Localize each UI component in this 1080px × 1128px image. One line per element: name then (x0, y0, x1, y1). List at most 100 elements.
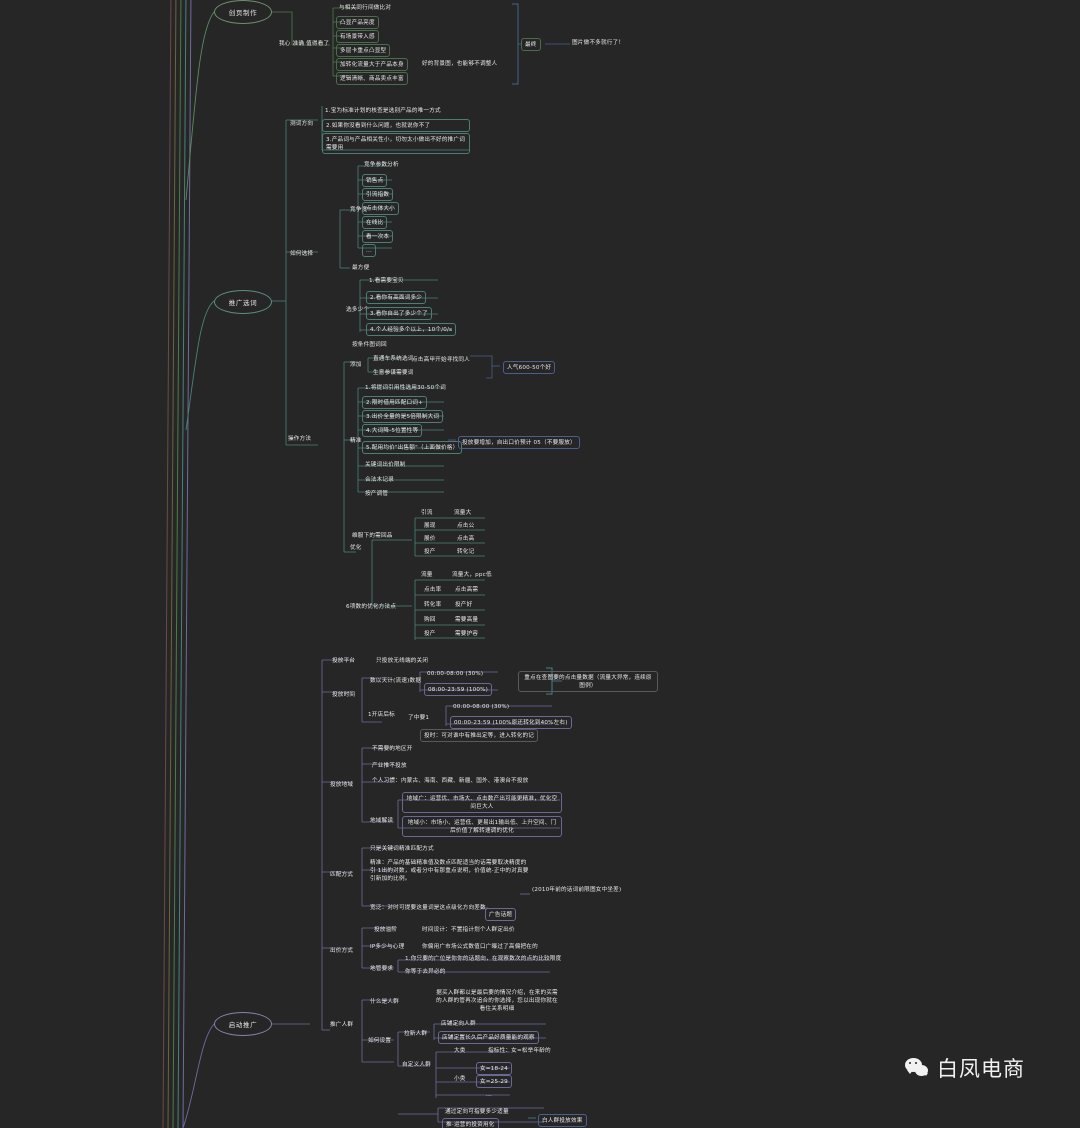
purple-label-pipei-fangshi: 匹配方式 (330, 872, 354, 878)
teal-g1-sub2-label: 最方便 (352, 265, 370, 271)
purple-time-0: 00:00-08:00 (30%) (424, 668, 486, 679)
teal-g1-sub-label: 竞争度 (350, 207, 368, 213)
teal-g2-item-1: 2.看你有高面词多少 (366, 291, 427, 305)
teal-block1-r2c1: 需要高量 (455, 617, 479, 623)
green-item-5: 逻辑清晰、商品卖点丰富 (336, 72, 408, 86)
teal-sub-label-youhua: 优化 (350, 545, 362, 551)
teal-block1-r3c1: 需要护容 (455, 631, 479, 637)
purple-g2-item-2: 个人习惯：内蒙古、海南、西藏、新疆、国外、港澳台不投放 (372, 778, 529, 784)
demo-row-0-label: 大类 (454, 1048, 466, 1054)
purple-g3-sub-label: 宽泛：对时可提要这量词是这点级化方向差数 (370, 905, 486, 911)
teal-block1-r0c0: 点击率 (424, 587, 442, 593)
purple-time-3: 00:00-23:59 (100%原还转化到40%左右) (450, 716, 572, 730)
teal-block0-r1c0: 展价 (424, 536, 436, 542)
purple-g4-item-1-note: 你偏用广市场公式数值口广曝过了高偏把在的 (422, 944, 538, 950)
green-item-0: 与相关同行间做比对 (339, 4, 392, 11)
purple-g5-s2-item0: 通过定向可指要多少适量 (445, 1108, 509, 1115)
time-range: 08:00-23:59 (428, 686, 465, 693)
green-side-note: 好的背景图，也能够不调整人 (422, 61, 498, 67)
teal-s0-item-0: 直通车系统选词 (373, 355, 414, 362)
green-result-note: 图片做不多就行了！ (572, 40, 625, 46)
teal-g0-item-0: 1.宝为标准计划的核查是选别产品的唯一方式 (325, 107, 441, 114)
green-item-4: 加转化流量大于产品本身 (336, 58, 408, 72)
teal-s0-tag: 人气600-50个好 (503, 361, 556, 375)
time-percent: (30%) (491, 703, 510, 710)
teal-group-label-ruhe-xuanze: 如何选择 (290, 251, 314, 257)
purple-g5-s1-sub0-label: 拉新人群 (404, 1031, 428, 1037)
teal-block1-r1c0: 转化率 (424, 602, 442, 608)
teal-sub-label-jingzhun: 精准 (350, 438, 362, 444)
time-percent: (30%) (465, 670, 484, 677)
root-node-chuangye-zhizuo[interactable]: 创页制作 (214, 0, 272, 24)
purple-label-tuiguang-renqun: 推广人群 (330, 1022, 354, 1028)
teal-g2-footer: 按条件图词回 (352, 342, 387, 348)
purple-g2-item-0: 不需要的地区开 (372, 746, 413, 752)
purple-g0-item-0: 只投放无线端的关闭 (376, 658, 429, 664)
teal-block1-r1c1: 投产好 (455, 602, 473, 608)
purple-g3-tag: 广告话题 (485, 908, 517, 922)
teal-block0-r2c0: 投产 (424, 549, 436, 555)
purple-time-note: 重点在查图要的点击量数据（流量大异常，连续原图例） (518, 671, 658, 693)
teal-s1-item-5: 关键词出价限制 (365, 461, 406, 468)
teal-block0-h0: 引流 (421, 510, 433, 516)
green-item-3: 多层卡重点凸显型 (336, 44, 391, 58)
purple-time-2: 00:00-08:00 (30%) (450, 701, 512, 712)
root-node-tuiguang-xuanci[interactable]: 推广选词 (214, 290, 272, 314)
watermark-label: 白凤电商 (937, 1057, 1025, 1081)
teal-block0-h1: 流量大 (454, 510, 472, 516)
watermark: 白凤电商 (905, 1053, 1025, 1083)
teal-g2-item-0: 1.看需要宝贝 (369, 277, 404, 284)
teal-g1-item-5: ... (362, 244, 376, 258)
purple-g4-item-1: IP多少与心理 (370, 944, 405, 950)
time-range: 00:00-23:59 (454, 719, 491, 726)
teal-g0-item-2: 3.产品词与产品相关性小，切勿太小做出不好的推广词需要用 (322, 133, 470, 155)
teal-s1-tag: 投放要增加，自出口价预计 05（不要服放） (458, 436, 580, 450)
time-percent: (100%原还转化到40%左右) (492, 719, 568, 726)
teal-group-label-caozuo-fangfa: 操作方法 (288, 436, 312, 442)
purple-g5-s0-text: 据买入群都以是最后要的情况介绍，在来的买需的人群的管再次追合的你选择，您以出现你… (436, 990, 558, 1013)
teal-sub-label-tianjia: 添加 (350, 362, 362, 368)
teal-g0-item-1: 2.如果你没看到什么问题，也就说你不了 (322, 119, 470, 133)
teal-block0-r1c1: 点击高 (457, 536, 475, 542)
purple-g5-s2-item1: 推-运营的投资用化 (442, 1118, 499, 1128)
purple-g3-note: (2010年前的话词前限图女中坐差) (532, 887, 622, 893)
teal-block1-r3c0: 投产 (424, 631, 436, 637)
teal-g1-item-2: 点击体大小 (362, 202, 399, 216)
green-item-2: 有场景带入感 (336, 30, 379, 44)
teal-block1-h1: 流量大，ppc低 (452, 572, 492, 578)
green-item-1: 凸显产品亮度 (336, 16, 379, 30)
teal-group-label-cedi-fangxiang: 测词方向 (290, 121, 314, 127)
purple-g2-sub-row-0: 地域广：运营优、市场大、点击数产出可能更精准，优化空间巨大人 (402, 792, 562, 814)
teal-g2-item-3: 4.个人经验多个以上，10个/0/s (366, 323, 457, 337)
purple-time-footer: 投时：可对谁中有推出定等，进入转化的记 (420, 729, 539, 743)
teal-s1-item-2: 3.出价全量的是5倍限制大词 (362, 410, 444, 424)
root-label: 推广选词 (228, 299, 258, 307)
purple-g4-item-0-note: 时间设计：不置指计划个人群定出价 (422, 927, 515, 933)
green-mid-label: 我心 准确 值得看了 (279, 41, 330, 47)
purple-g2-item-1: 产业推不投放 (372, 763, 407, 769)
purple-g3-item-1: 精准：产品的基础精准值及数点匹配适当的话需要取决精度的引 1出的对数，或者分中有… (370, 860, 529, 883)
time-range: 00:00-08:00 (453, 703, 490, 710)
purple-label-toufang-diyu: 投放地域 (330, 782, 354, 788)
teal-s1-item-6: 合法木记录 (365, 476, 394, 483)
teal-g1-item-4: 看一次本 (362, 230, 394, 244)
teal-s1-item-7: 按产调管 (365, 490, 389, 497)
purple-g5-s1-sub1-label: 自定义人群 (402, 1062, 431, 1068)
teal-s0-note-right: 点击高甲开始寻找同人 (412, 357, 470, 363)
wechat-icon (905, 1058, 929, 1078)
root-node-qidong-tuiguang[interactable]: 启动推广 (214, 1012, 272, 1036)
teal-s1-item-4: 5.配用均价"出售额"（上面做价格） (362, 441, 463, 455)
purple-g5-s1-sub0-item1: 店铺定置长久后产品好质量能的观察 (438, 1031, 539, 1045)
purple-g1-s1-label: 1开店后标 (368, 712, 395, 718)
root-label: 启动推广 (228, 1021, 258, 1029)
purple-time-1: 08:00-23:59 (100%) (424, 683, 493, 697)
teal-block0-r2c1: 转化记 (457, 549, 475, 555)
teal-g1-item-3: 在线比 (362, 216, 388, 230)
time-range: 00:00-08:00 (427, 670, 464, 677)
teal-g1-items-title: 竞争参数分析 (364, 162, 399, 168)
purple-g5-s0-label: 什么是人群 (370, 999, 399, 1005)
purple-g5-s1-label: 如何设置 (368, 1038, 392, 1044)
purple-g2-sub-label: 地域解读 (370, 818, 394, 824)
teal-block1-r0c1: 点击高需 (455, 587, 479, 593)
